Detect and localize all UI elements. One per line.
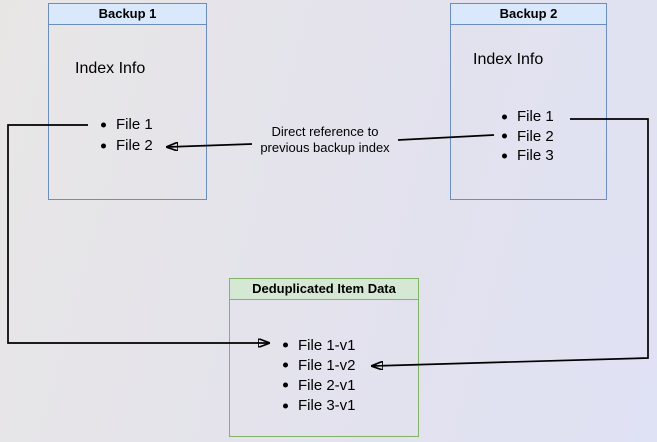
file-label: File 3 bbox=[517, 147, 554, 165]
bullet-icon bbox=[283, 382, 288, 388]
node-dedup-title: Deduplicated Item Data bbox=[230, 279, 418, 300]
file-label: File 1-v2 bbox=[298, 356, 356, 374]
list-item: File 1-v1 bbox=[282, 335, 356, 355]
list-item: File 1 bbox=[501, 107, 554, 127]
list-item: File 2-v1 bbox=[282, 375, 356, 395]
edge-label-direct-reference: Direct reference to previous backup inde… bbox=[245, 124, 405, 156]
file-label: File 1 bbox=[517, 108, 554, 126]
list-item: File 1 bbox=[100, 114, 153, 135]
file-label: File 1 bbox=[116, 116, 153, 133]
list-item: File 3-v1 bbox=[282, 396, 356, 416]
edge-label-line-1: Direct reference to bbox=[271, 124, 379, 139]
bullet-icon bbox=[502, 133, 507, 139]
backup-1-file-list: File 1 File 2 bbox=[100, 114, 153, 156]
bullet-icon bbox=[502, 153, 507, 159]
list-item: File 3 bbox=[501, 146, 554, 166]
file-label: File 2 bbox=[116, 137, 153, 154]
file-label: File 2 bbox=[517, 127, 554, 145]
file-label: File 2-v1 bbox=[298, 376, 356, 394]
node-backup-1: Backup 1 Index Info File 1 File 2 bbox=[48, 3, 207, 200]
bullet-icon bbox=[101, 143, 106, 148]
bullet-icon bbox=[283, 342, 288, 348]
node-backup-1-title: Backup 1 bbox=[49, 4, 206, 25]
list-item: File 2 bbox=[100, 135, 153, 156]
edge-label-line-2: previous backup index bbox=[260, 140, 390, 155]
dedup-file-list: File 1-v1 File 1-v2 File 2-v1 File 3-v1 bbox=[282, 335, 356, 416]
list-item: File 2 bbox=[501, 127, 554, 147]
node-deduplicated-item-data: Deduplicated Item Data File 1-v1 File 1-… bbox=[229, 278, 419, 437]
bullet-icon bbox=[101, 122, 106, 127]
backup-2-file-list: File 1 File 2 File 3 bbox=[501, 107, 554, 166]
file-label: File 1-v1 bbox=[298, 336, 356, 354]
index-info-label: Index Info bbox=[75, 60, 146, 77]
bullet-icon bbox=[283, 362, 288, 368]
file-label: File 3-v1 bbox=[298, 397, 356, 415]
node-backup-2-title: Backup 2 bbox=[451, 4, 606, 25]
node-backup-2: Backup 2 Index Info File 1 File 2 File 3 bbox=[450, 3, 607, 200]
bullet-icon bbox=[283, 403, 288, 409]
bullet-icon bbox=[502, 114, 507, 120]
index-info-label: Index Info bbox=[473, 51, 544, 68]
list-item: File 1-v2 bbox=[282, 355, 356, 375]
